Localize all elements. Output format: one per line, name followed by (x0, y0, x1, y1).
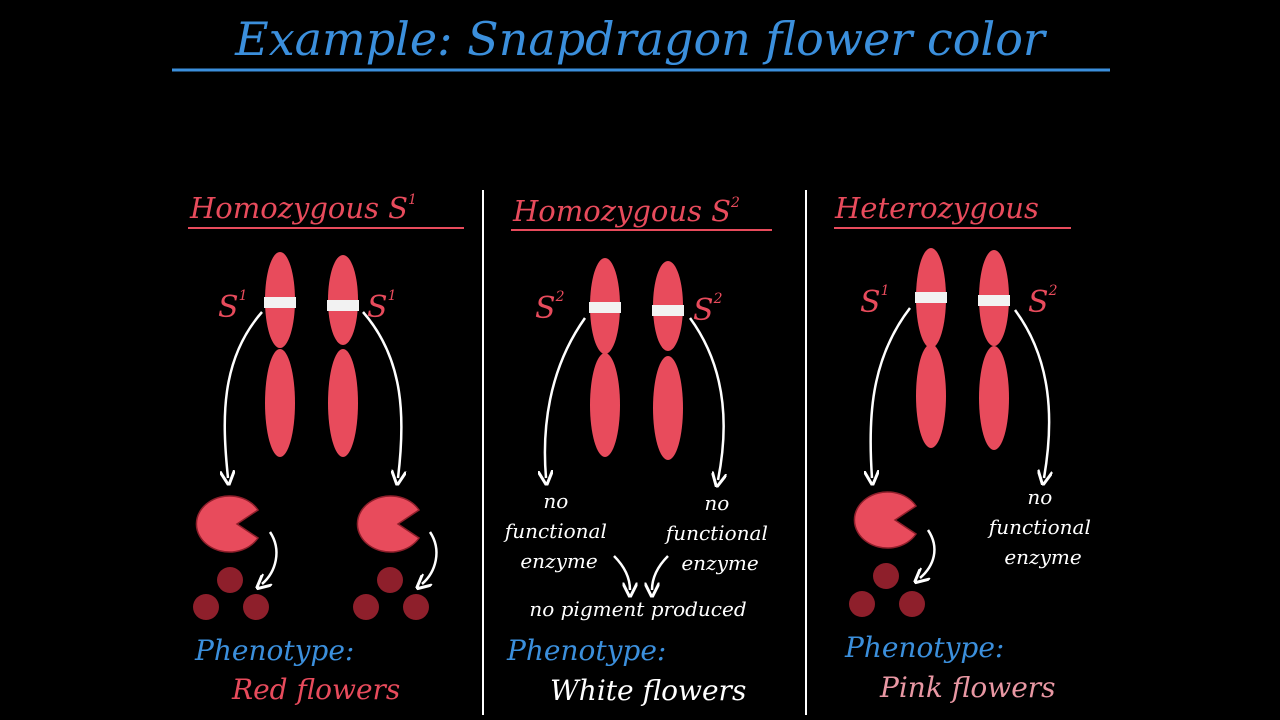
arrow-to-pigment-right (422, 531, 438, 584)
no-enzyme-text-left: no functional enzyme (503, 489, 613, 573)
no-enzyme-text: no functional enzyme (987, 485, 1097, 569)
chromosome-left (264, 252, 296, 457)
enzyme (853, 491, 918, 549)
pigment-left (193, 567, 269, 620)
arrow-to-no-enzyme-right (688, 317, 724, 480)
chromosome-right (978, 250, 1010, 450)
allele-label-right: S2 (693, 291, 723, 328)
pigment-right (353, 567, 429, 620)
panel-homozygous-s2: Homozygous S2 S2 S2 no functional enzyme… (503, 194, 774, 707)
phenotype-value: Pink flowers (879, 671, 1056, 704)
phenotype-value: Red flowers (231, 673, 400, 706)
no-enzyme-text-right: no functional enzyme (664, 491, 774, 575)
allele-label-left: S1 (218, 288, 247, 325)
arrow-to-no-enzyme-right (1013, 309, 1049, 478)
allele-label-left: S1 (860, 283, 889, 320)
enzyme-left (195, 495, 260, 553)
panel-heterozygous: Heterozygous S1 S2 no functional enz (834, 191, 1097, 704)
panel-homozygous-s1: Homozygous S1 S1 S1 (188, 191, 464, 706)
chromosome-left (589, 258, 621, 457)
pigment (849, 563, 925, 617)
panel-heading: Homozygous S1 (189, 191, 417, 225)
phenotype-label: Phenotype: (844, 631, 1004, 664)
panel-heading: Homozygous S2 (512, 194, 740, 228)
arrow-to-enzyme-left (225, 311, 263, 478)
chromosome-right (327, 255, 359, 457)
allele-label-right: S2 (1028, 283, 1058, 320)
chromosome-left (915, 248, 947, 448)
allele-label-right: S1 (367, 288, 396, 325)
phenotype-label: Phenotype: (194, 634, 354, 667)
arrow-to-enzyme-left (871, 307, 911, 478)
arrow-to-no-enzyme-left (545, 317, 587, 478)
arrow-to-no-pigment-right (652, 555, 669, 590)
phenotype-value: White flowers (550, 674, 746, 707)
arrow-to-pigment-left (262, 531, 278, 584)
panel-heading: Heterozygous (834, 191, 1039, 225)
allele-label-left: S2 (535, 289, 565, 326)
phenotype-label: Phenotype: (506, 634, 666, 667)
page-title: Example: Snapdragon flower color (234, 12, 1048, 66)
arrow-to-enzyme-right (362, 311, 401, 478)
no-pigment-text: no pigment produced (529, 597, 746, 621)
enzyme-right (356, 495, 421, 553)
arrow-to-pigment (920, 529, 936, 578)
arrow-to-no-pigment-left (613, 555, 630, 590)
chromosome-right (652, 261, 684, 460)
